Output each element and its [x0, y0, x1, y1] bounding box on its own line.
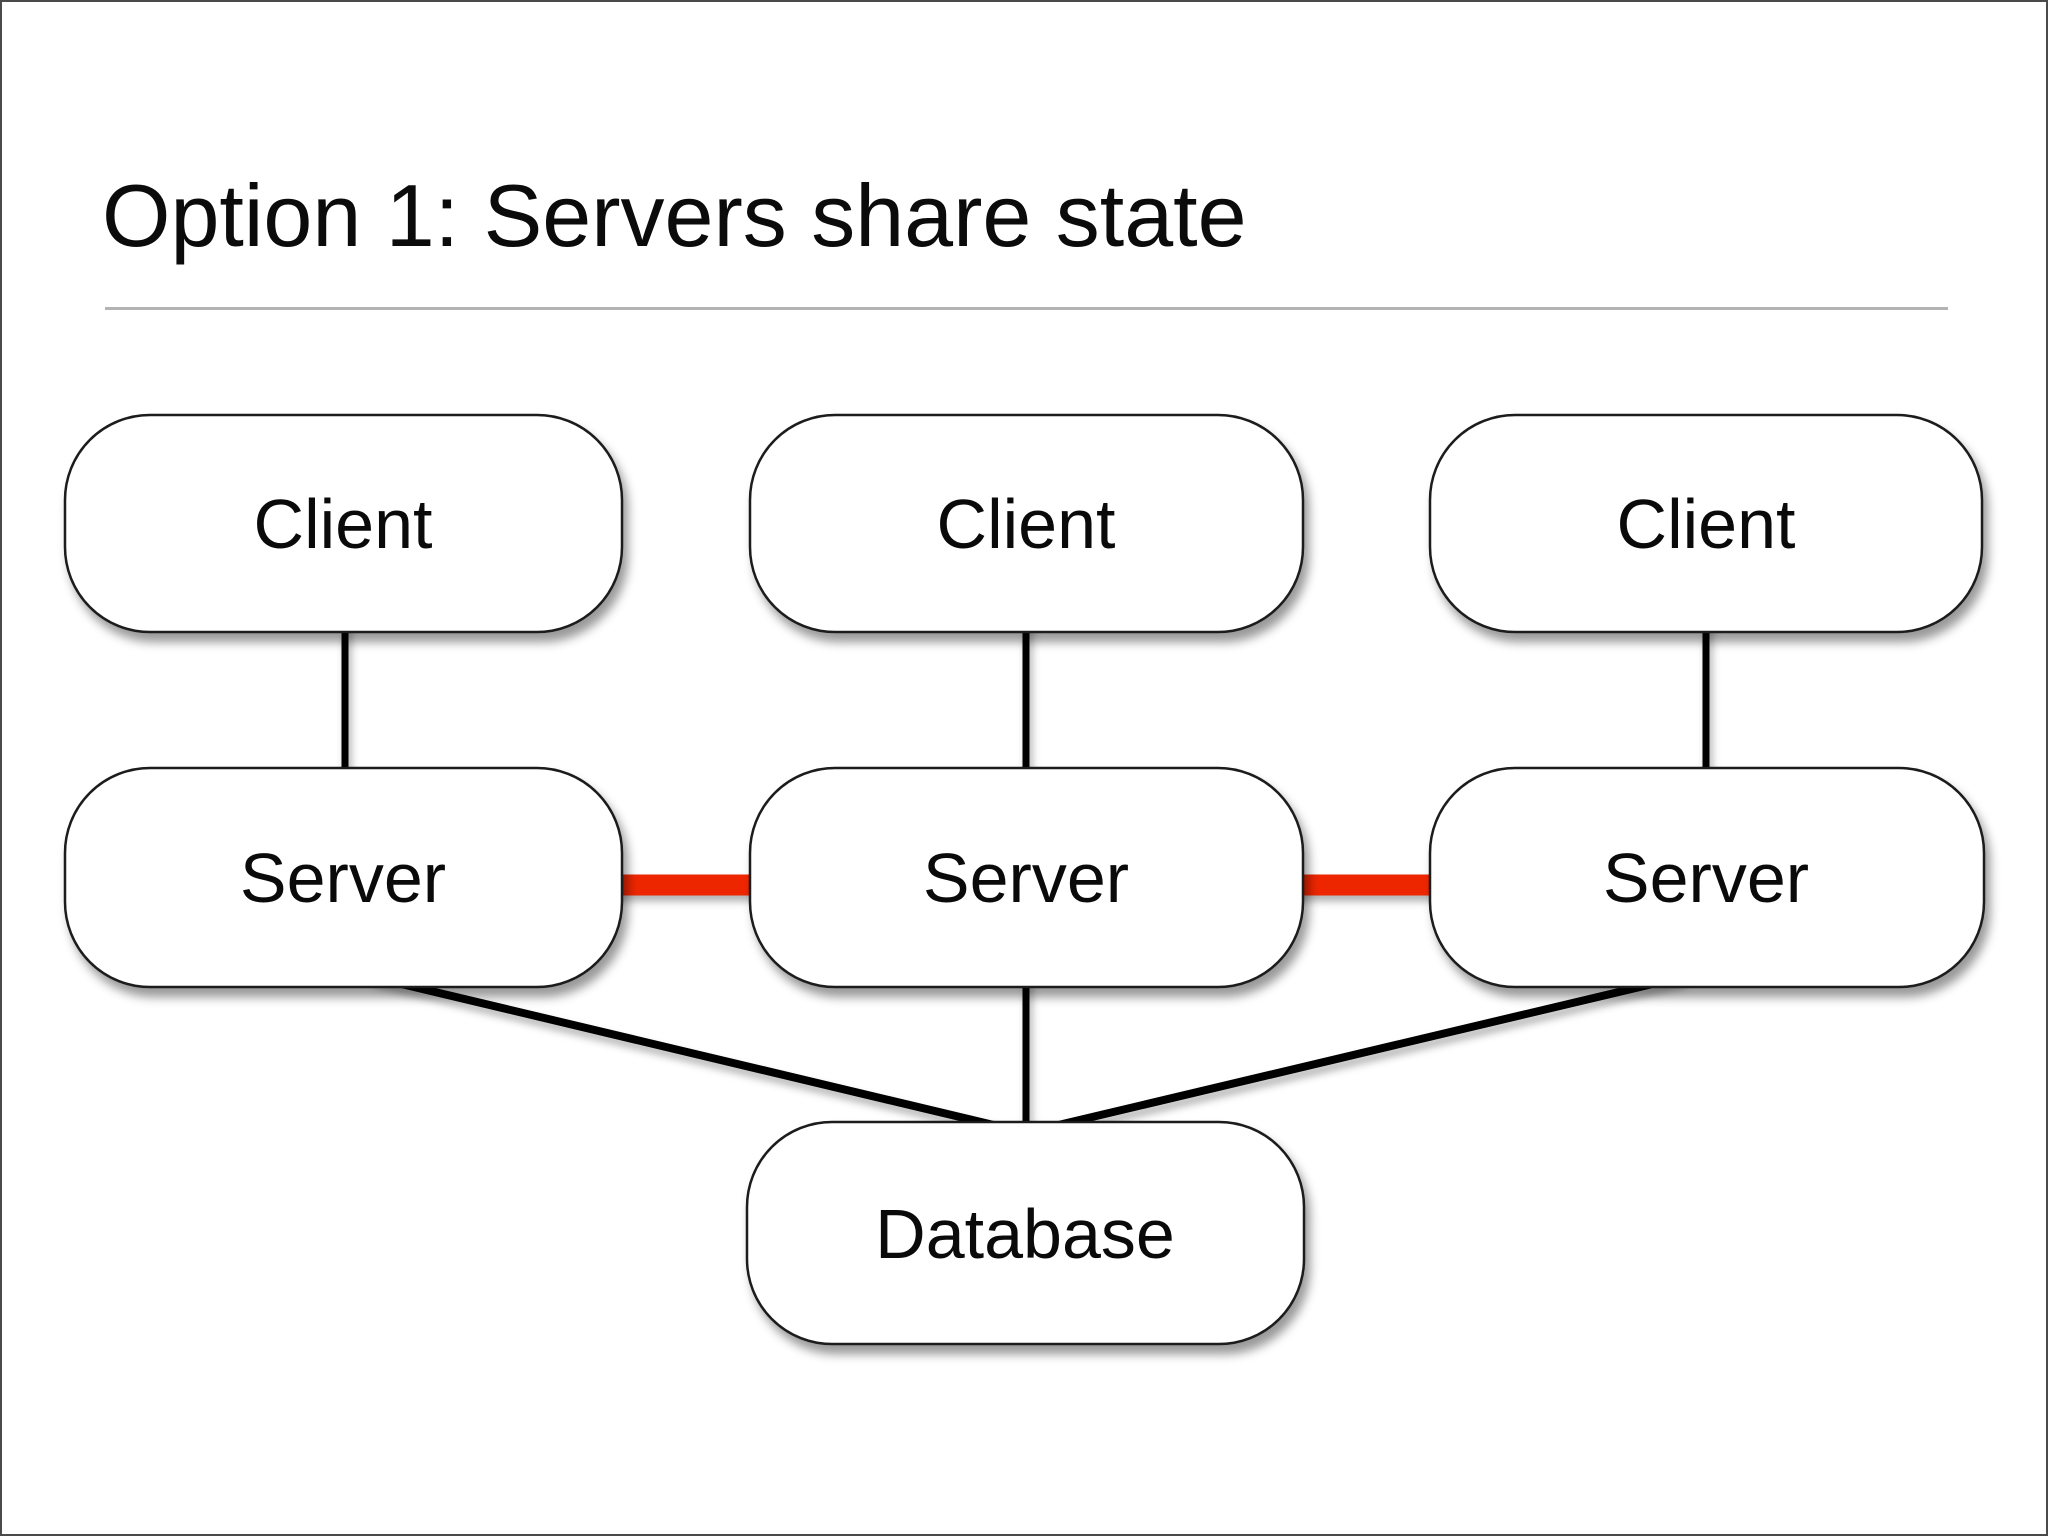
- edge-server1-database: [371, 973, 1003, 1131]
- server-2-label: Server: [923, 839, 1129, 917]
- node-layer: [63, 413, 1986, 1346]
- server-3-label: Server: [1603, 839, 1809, 917]
- node-client-2: [748, 413, 1305, 634]
- edge-server3-database: [1049, 973, 1683, 1131]
- node-server-3: [1428, 766, 1986, 989]
- node-server-2: [748, 766, 1305, 989]
- node-server-1: [63, 766, 624, 989]
- database-label: Database: [875, 1195, 1175, 1273]
- server-1-label: Server: [240, 839, 446, 917]
- edge-layer: [341, 602, 1710, 1131]
- node-client-1: [63, 413, 624, 634]
- client-2-label: Client: [937, 485, 1116, 563]
- slide-title: Option 1: Servers share state: [102, 166, 1247, 265]
- node-client-3: [1428, 413, 1984, 634]
- client-3-label: Client: [1617, 485, 1796, 563]
- client-1-label: Client: [254, 485, 433, 563]
- node-database: [745, 1120, 1306, 1346]
- title-divider: [105, 307, 1948, 310]
